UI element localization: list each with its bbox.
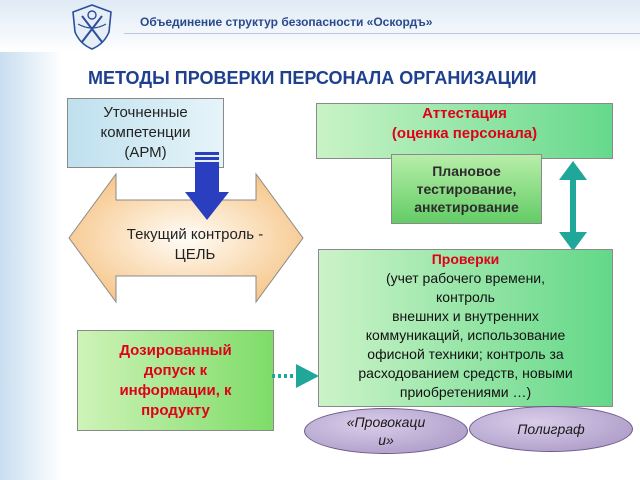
node-checks: Проверки (учет рабочего времени, контрол…	[318, 249, 613, 407]
node-line: Аттестация	[422, 105, 507, 122]
node-polygraph: Полиграф	[469, 406, 633, 452]
node-line: (АРМ)	[124, 144, 167, 161]
node-line: Дозированный	[119, 341, 232, 359]
node-line: офисной техники; контроль за	[367, 346, 564, 362]
node-competencies: Уточненные компетенции (АРМ)	[67, 98, 224, 168]
node-current-control-shape	[68, 172, 304, 304]
organization-name: Объединение структур безопасности «Оскор…	[140, 15, 433, 29]
node-line: (оценка персонала)	[391, 125, 538, 142]
node-line: тестирование,	[416, 181, 517, 197]
node-line: приобретениями …)	[399, 384, 532, 400]
node-line: и»	[378, 432, 394, 448]
node-line: расходованием средств, новыми	[358, 365, 573, 381]
node-line: коммуникаций, использование	[365, 327, 566, 343]
node-line: «Провокаци	[346, 414, 426, 430]
node-provocations: «Провокаци и»	[304, 408, 468, 454]
node-dosed-access: Дозированный допуск к информации, к прод…	[77, 330, 274, 431]
node-line: контроль	[436, 289, 495, 305]
node-line: внешних и внутренних	[392, 308, 539, 324]
left-gradient-band	[0, 0, 62, 480]
page-title: МЕТОДЫ ПРОВЕРКИ ПЕРСОНАЛА ОРГАНИЗАЦИИ	[88, 68, 537, 88]
node-planned-testing: Плановое тестирование, анкетирование	[391, 154, 542, 224]
shield-emblem-icon	[72, 4, 112, 50]
node-line: Уточненные	[103, 104, 188, 121]
node-line: Полиграф	[517, 421, 585, 437]
node-line: Текущий контроль -	[126, 226, 264, 243]
down-arrow-icon	[185, 152, 229, 220]
node-attestation: Аттестация (оценка персонала)	[316, 103, 613, 159]
node-line: анкетирование	[414, 199, 519, 215]
node-line: допуск к	[143, 361, 208, 379]
node-line: (учет рабочего времени,	[385, 270, 546, 286]
node-line: информации, к	[119, 381, 232, 399]
node-current-control: Текущий контроль - ЦЕЛЬ	[100, 225, 290, 265]
node-line: продукту	[141, 401, 210, 419]
node-heading: Проверки	[431, 251, 500, 267]
node-line: компетенции	[100, 124, 191, 141]
double-arrow-icon	[559, 161, 587, 251]
node-line: Плановое	[432, 163, 501, 179]
right-arrow-icon	[272, 364, 319, 388]
node-line: ЦЕЛЬ	[174, 246, 216, 263]
header-divider	[124, 33, 640, 34]
